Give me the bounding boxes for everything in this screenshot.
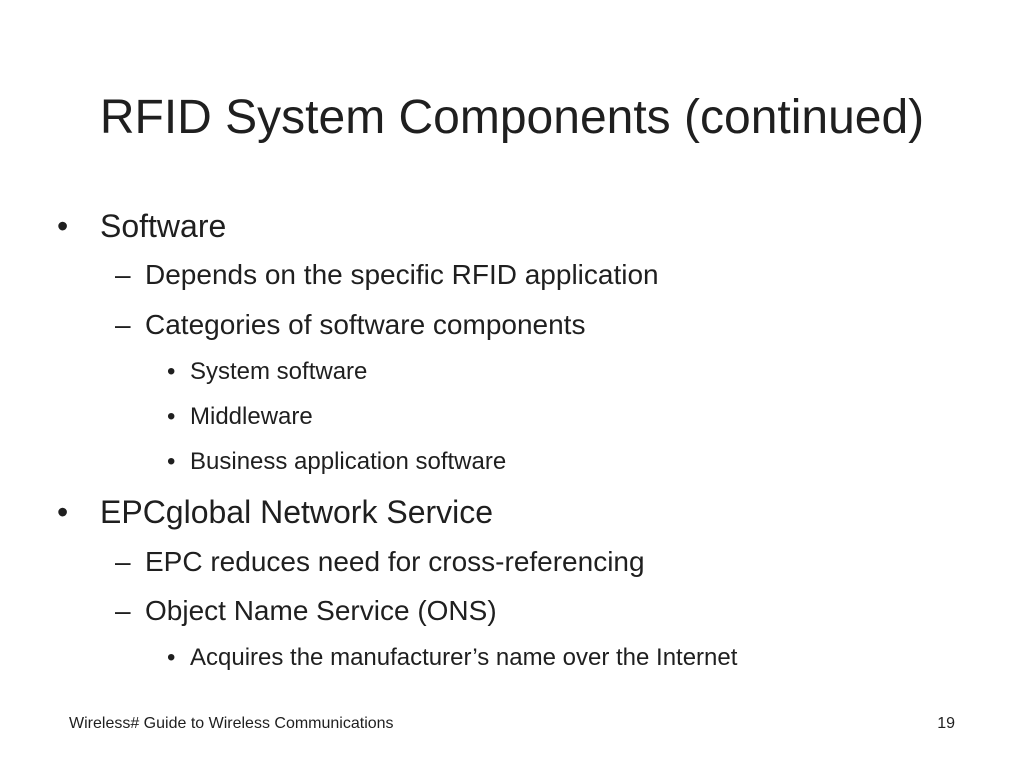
slide-title: RFID System Components (continued) xyxy=(99,91,925,144)
sub-sub-bullet-text: System software xyxy=(190,358,368,385)
sub-sub-bullet-text: Business application software xyxy=(190,448,507,475)
sub-bullet-text: EPC reduces need for cross-referencing xyxy=(145,546,645,577)
dash-marker: – xyxy=(115,309,131,340)
dash-marker: – xyxy=(115,595,131,626)
dash-marker: – xyxy=(115,259,131,290)
sub-bullet-text: Categories of software components xyxy=(145,309,586,340)
sub-sub-bullet-text: Middleware xyxy=(190,403,313,430)
bullet-marker: • xyxy=(57,208,69,244)
bullet-marker: • xyxy=(167,358,176,385)
bullet-text: EPCglobal Network Service xyxy=(100,494,494,530)
page-number: 19 xyxy=(937,715,955,732)
dash-marker: – xyxy=(115,546,131,577)
footer-text: Wireless# Guide to Wireless Communicatio… xyxy=(69,715,394,732)
bullet-marker: • xyxy=(167,403,176,430)
sub-bullet-text: Depends on the specific RFID application xyxy=(145,259,659,290)
bullet-marker: • xyxy=(167,644,176,671)
bullet-text: Software xyxy=(100,208,227,244)
bullet-marker: • xyxy=(57,494,69,530)
bullet-marker: • xyxy=(167,448,176,475)
sub-sub-bullet-text: Acquires the manufacturer’s name over th… xyxy=(190,644,738,671)
sub-bullet-text: Object Name Service (ONS) xyxy=(145,595,497,626)
